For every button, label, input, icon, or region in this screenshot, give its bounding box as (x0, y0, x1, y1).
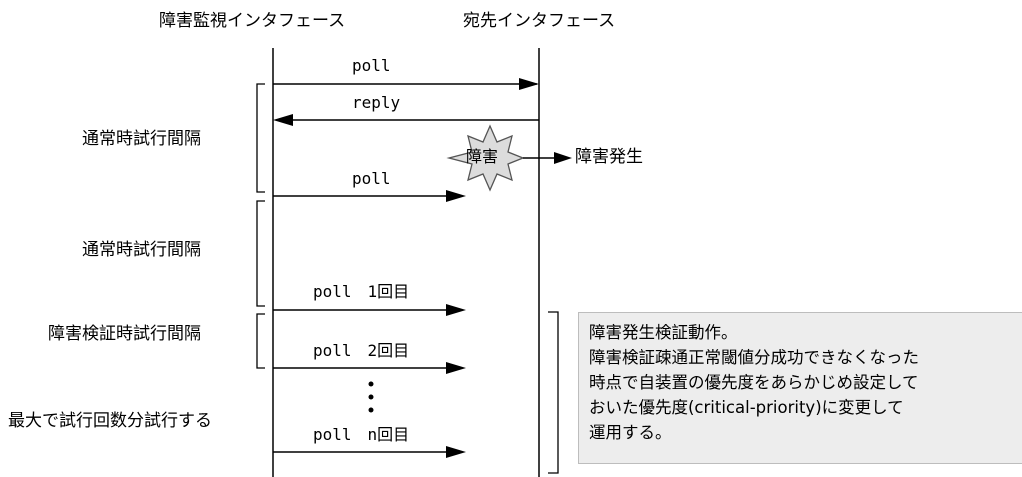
normal-interval-bracket-1 (256, 83, 265, 193)
poll-1-arrow-head (446, 304, 466, 316)
note-line: おいた優先度(critical-priority)に変更して (589, 398, 904, 417)
failure-burst-label: 障害 (466, 147, 499, 166)
normal-interval-bracket-2 (256, 200, 265, 307)
max-tries-label: 最大で試行回数分試行する (8, 411, 212, 431)
monitor-interface-header: 障害監視インタフェース (159, 11, 346, 31)
ellipsis-dot (368, 407, 374, 413)
note-line: 障害検証疎通正常閾値分成功できなくなった (589, 348, 919, 367)
poll2-arrow-head (446, 190, 466, 202)
failure-burst-icon (446, 124, 525, 192)
normal-interval-label-2: 通常時試行間隔 (82, 240, 201, 260)
destination-interface-header: 宛先インタフェース (463, 11, 616, 31)
poll-arrow-head (519, 78, 539, 90)
reply-arrow-head (273, 114, 293, 126)
failure-event-arrow-head (554, 152, 572, 164)
normal-interval-label-1: 通常時試行間隔 (82, 129, 201, 149)
poll-n-arrow-head (446, 446, 466, 458)
poll-1-label: poll 1回目 (313, 282, 410, 301)
poll-2-label: poll 2回目 (313, 341, 410, 360)
note-bracket (548, 311, 559, 474)
poll-n-label: poll n回目 (313, 425, 410, 444)
reply-label: reply (352, 93, 401, 112)
ellipsis-dot (368, 394, 374, 400)
note-line: 運用する。 (589, 423, 672, 442)
failure-event-label: 障害発生 (575, 147, 643, 167)
poll-label: poll (352, 56, 391, 75)
poll-2-arrow-head (446, 362, 466, 374)
failure-verification-note: 障害発生検証動作。 障害検証疎通正常閾値分成功できなくなった 時点で自装置の優先… (578, 312, 1022, 464)
verify-interval-bracket (256, 313, 265, 369)
poll2-label: poll (352, 169, 391, 188)
note-line: 時点で自装置の優先度をあらかじめ設定して (589, 373, 919, 392)
note-line: 障害発生検証動作。 (589, 323, 738, 342)
verify-interval-label: 障害検証時試行間隔 (48, 324, 201, 344)
ellipsis-dot (368, 381, 374, 387)
